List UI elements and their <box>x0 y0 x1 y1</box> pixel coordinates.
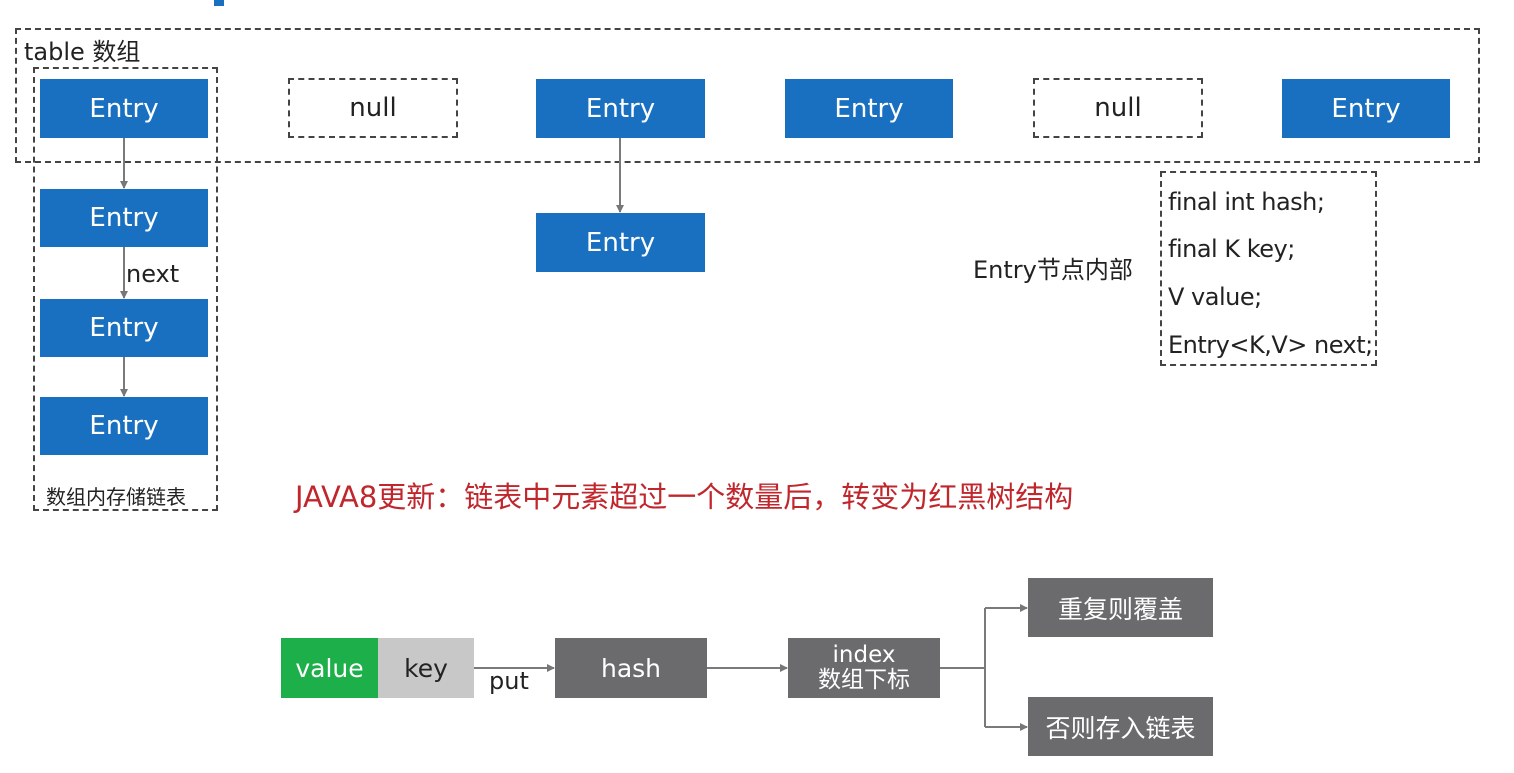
table-slot-entry: Entry <box>1282 79 1450 138</box>
overwrite-box: 重复则覆盖 <box>1028 578 1213 637</box>
table-slot-entry: Entry <box>40 79 208 138</box>
index-box: index 数组下标 <box>788 638 940 698</box>
chain-entry: Entry <box>40 189 208 247</box>
chain-entry: Entry <box>536 213 705 272</box>
next-pointer-label: next <box>126 260 180 288</box>
entry-field-key: final K key; <box>1168 235 1295 263</box>
table-array-container <box>15 28 1480 163</box>
entry-field-value: V value; <box>1168 283 1262 311</box>
key-box: key <box>378 638 474 698</box>
entry-field-next: Entry<K,V> next; <box>1168 331 1373 359</box>
header-accent-bar <box>214 0 224 6</box>
chain-caption: 数组内存储链表 <box>46 485 186 509</box>
java8-update-headline: JAVA8更新：链表中元素超过一个数量后，转变为红黑树结构 <box>295 480 1074 514</box>
table-slot-entry: Entry <box>785 79 953 138</box>
chain-entry: Entry <box>40 299 208 357</box>
table-array-label: table 数组 <box>24 38 141 66</box>
table-slot-null: null <box>288 78 458 138</box>
index-label: index <box>832 642 896 668</box>
table-slot-null: null <box>1033 78 1203 138</box>
table-slot-entry: Entry <box>536 79 705 138</box>
put-label: put <box>489 667 529 695</box>
value-box: value <box>281 638 378 698</box>
entry-fields-box <box>1160 171 1377 366</box>
chain-entry: Entry <box>40 397 208 455</box>
array-subscript-label: 数组下标 <box>818 667 910 693</box>
entry-internal-label: Entry节点内部 <box>973 256 1133 284</box>
hash-box: hash <box>555 638 707 698</box>
store-in-list-box: 否则存入链表 <box>1028 697 1213 756</box>
entry-field-hash: final int hash; <box>1168 188 1325 216</box>
bucket-chain-container <box>33 67 218 511</box>
